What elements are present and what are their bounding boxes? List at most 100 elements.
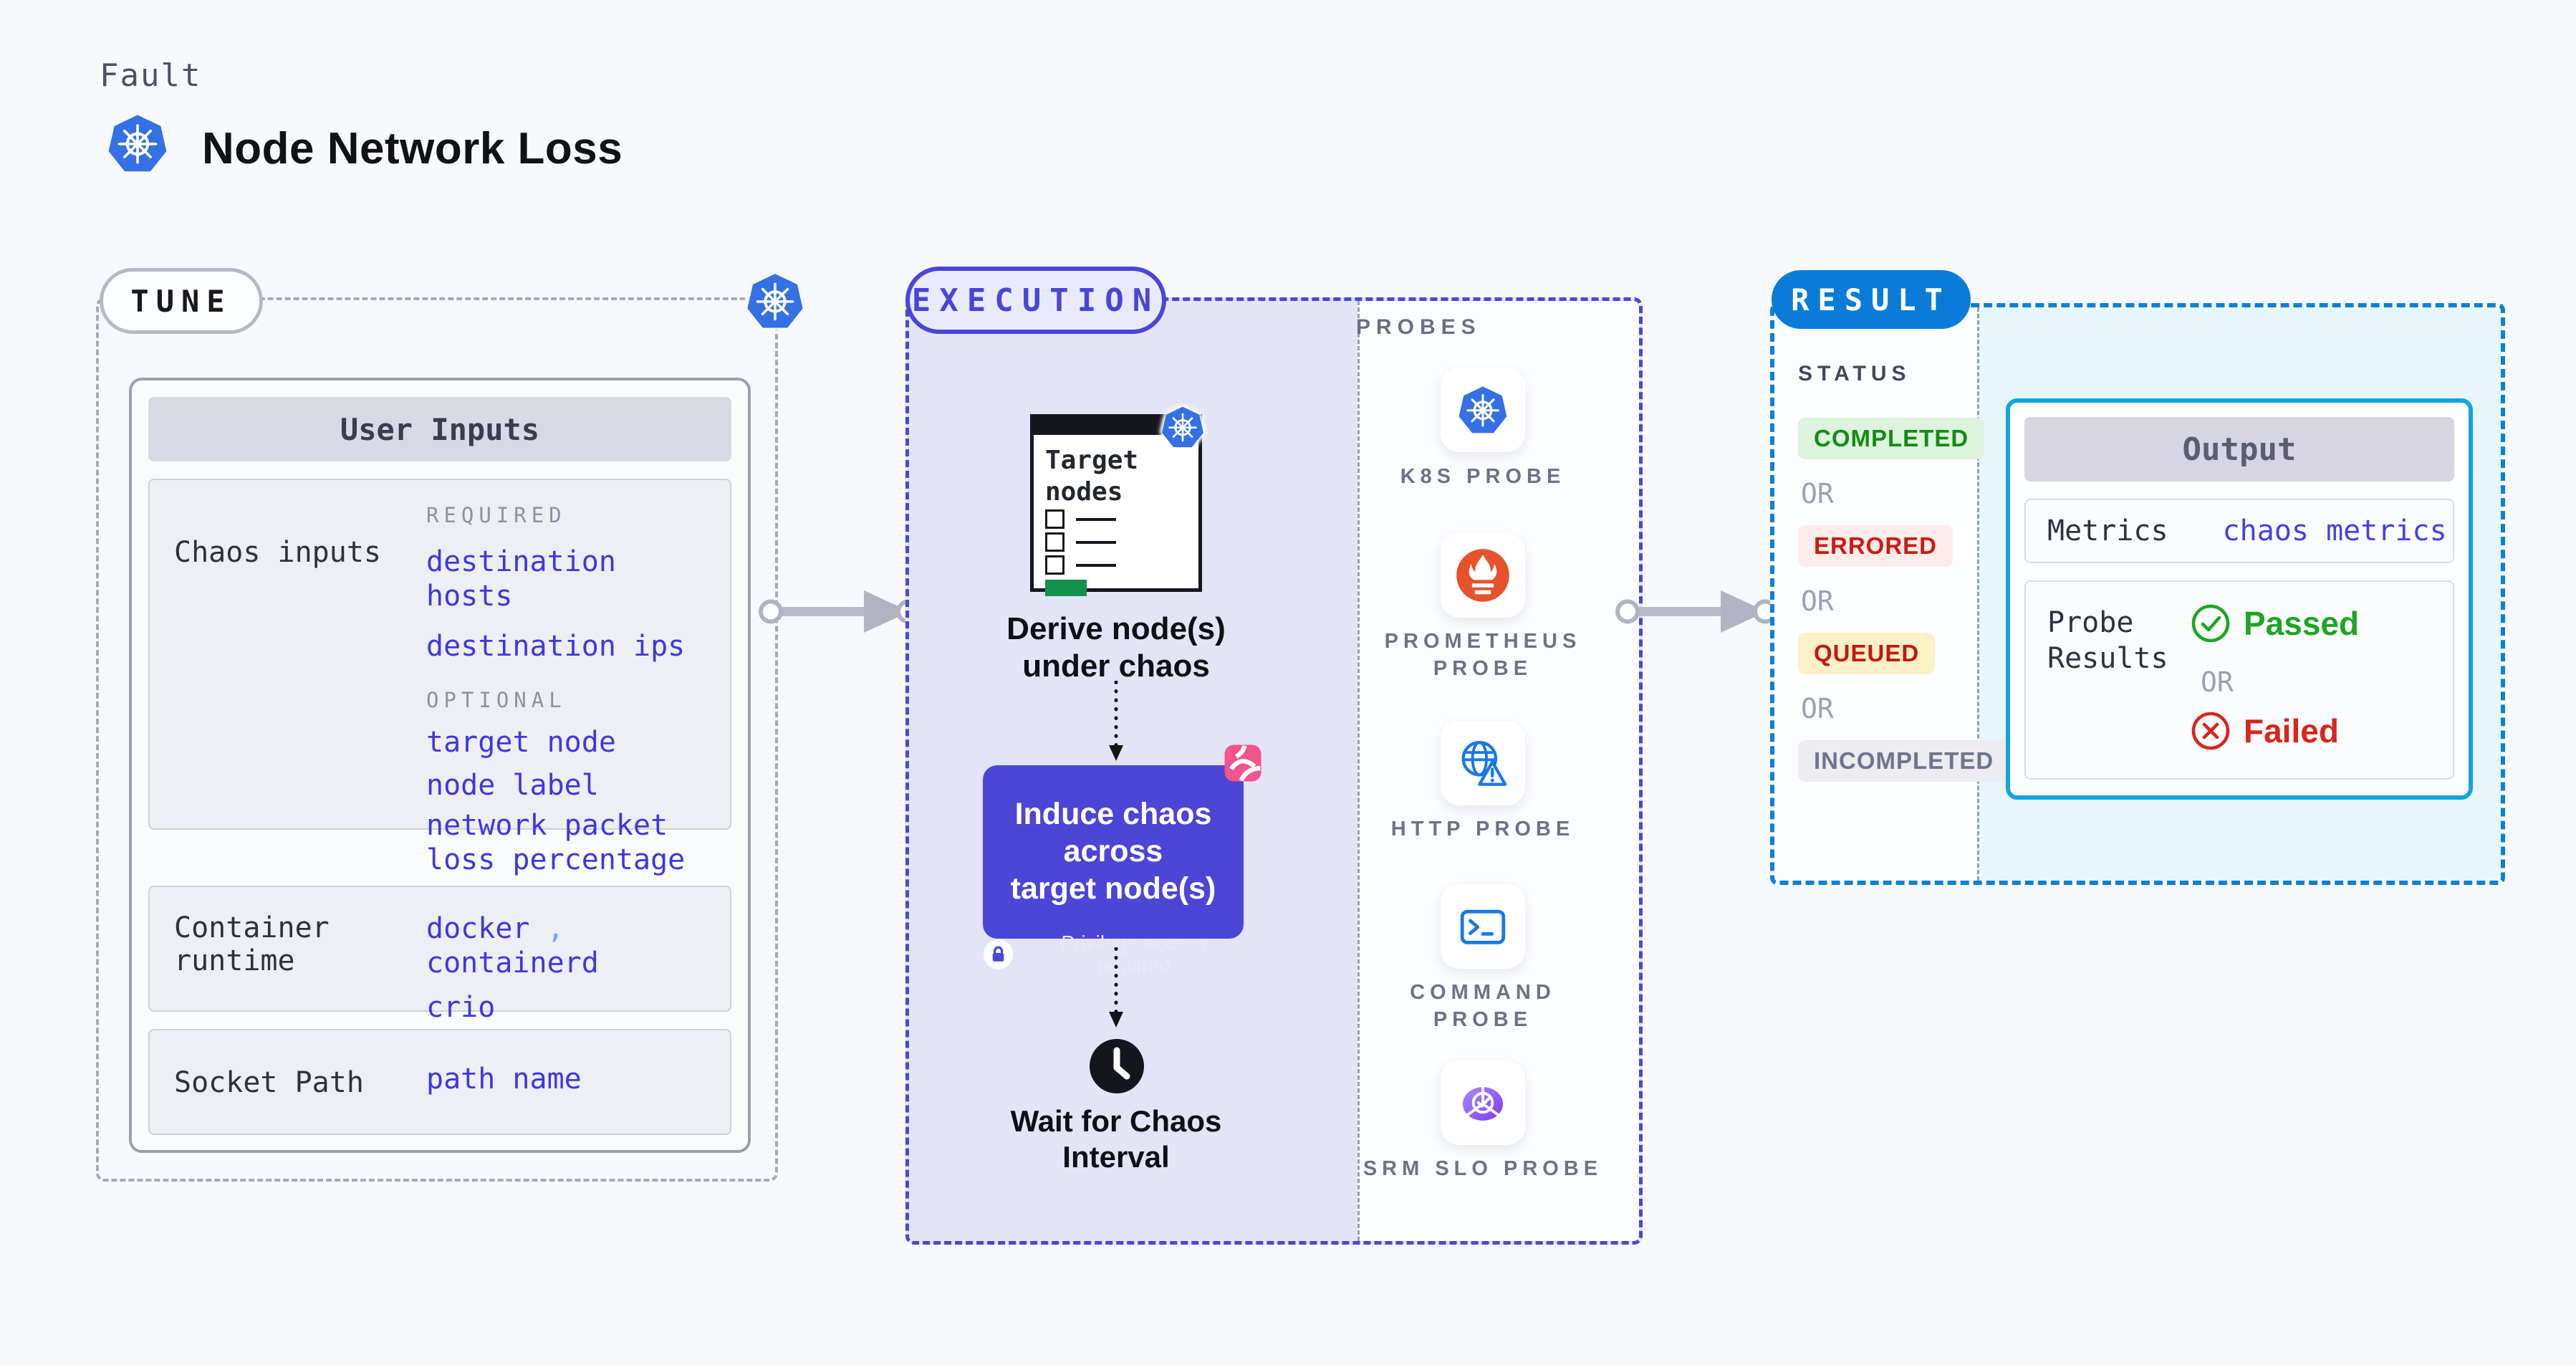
probe-label: PROMETHEUS PROBE xyxy=(1384,630,1582,680)
or-label: OR xyxy=(1801,693,1834,724)
chaos-inputs-row: Chaos inputs REQUIRED destination hosts … xyxy=(148,479,731,951)
optional-item: network packet loss percentage xyxy=(426,809,686,876)
fault-kicker: Fault xyxy=(100,57,202,94)
passed-result: Passed xyxy=(2191,603,2359,643)
runtime-crio: crio xyxy=(426,991,496,1024)
passed-label: Passed xyxy=(2244,605,2360,642)
line-glyph xyxy=(1076,517,1116,521)
tune-section xyxy=(96,297,778,1182)
runtime-containerd: containerd xyxy=(426,947,599,980)
derive-caption-line2: under chaos xyxy=(1022,648,1210,684)
probe-card-k8s xyxy=(1441,368,1525,452)
probe-card-srm-slo xyxy=(1441,1060,1525,1145)
required-heading: REQUIRED xyxy=(426,503,567,527)
probe-label: K8S PROBE xyxy=(1400,465,1566,488)
socket-path-row: Socket Path path name xyxy=(148,1029,731,1135)
probe-results-label: Probe Results xyxy=(2047,606,2168,675)
execution-to-result-arrow xyxy=(1613,588,1778,635)
execution-pill-label: EXECUTION xyxy=(911,282,1160,319)
metrics-row: Metrics chaos metrics xyxy=(2024,499,2454,563)
wait-caption-line1: Wait for Chaos xyxy=(1010,1104,1222,1138)
kubernetes-icon xyxy=(105,107,170,179)
derive-caption-line1: Derive node(s) xyxy=(1006,611,1226,646)
checkbox-icon xyxy=(1045,555,1064,575)
probe-card-http xyxy=(1441,721,1525,805)
user-inputs-title: User Inputs xyxy=(148,397,731,461)
failed-x-icon xyxy=(2191,712,2230,750)
induce-chaos-text: Induce chaos across target node(s) xyxy=(983,795,1244,907)
runtime-docker: docker xyxy=(426,912,530,945)
derive-caption: Derive node(s) under chaos xyxy=(973,610,1259,685)
node-checkbox-row xyxy=(1045,509,1116,529)
clock-icon xyxy=(1090,1039,1144,1093)
node-checkbox-row xyxy=(1045,555,1116,575)
probe-label: HTTP PROBE xyxy=(1390,818,1575,840)
result-pill: RESULT xyxy=(1772,270,1971,329)
output-card: Output Metrics chaos metrics Probe Resul… xyxy=(2006,398,2473,800)
probe-card-prometheus xyxy=(1441,533,1525,618)
failed-label: Failed xyxy=(2244,712,2339,749)
optional-heading: OPTIONAL xyxy=(426,688,567,712)
or-label: OR xyxy=(1801,585,1834,617)
execution-pill: EXECUTION xyxy=(905,267,1166,334)
status-column: STATUS COMPLETED OR ERRORED OR QUEUED OR… xyxy=(1798,362,2010,782)
chaos-inputs-label: Chaos inputs xyxy=(174,536,381,569)
output-title-text: Output xyxy=(2182,431,2297,468)
page-title: Node Network Loss xyxy=(202,124,623,173)
probes-heading: PROBES xyxy=(1356,315,1481,339)
runtime-comma: , xyxy=(547,912,564,945)
container-runtime-label-text: Container runtime xyxy=(174,911,330,977)
green-bar xyxy=(1045,580,1087,596)
container-runtime-row: Container runtime docker , containerd cr… xyxy=(148,886,731,1024)
induce-chaos-box: Induce chaos across target node(s) Privi… xyxy=(983,765,1244,977)
litmus-chaos-icon xyxy=(1224,744,1261,782)
status-badge-errored: ERRORED xyxy=(1798,525,1953,567)
tune-pill: TUNE xyxy=(100,268,263,334)
prometheus-icon xyxy=(1456,549,1509,602)
wait-caption: Wait for Chaos Interval xyxy=(987,1103,1245,1175)
required-item: destination hosts xyxy=(426,545,616,613)
checkbox-icon xyxy=(1045,532,1064,552)
probe-results-row: Probe Results Passed OR Failed xyxy=(2024,580,2454,780)
command-probe-icon xyxy=(1460,909,1506,944)
induce-line1: Induce chaos across xyxy=(1014,797,1212,868)
line-glyph xyxy=(1076,563,1116,567)
user-inputs-card: User Inputs Chaos inputs REQUIRED destin… xyxy=(129,378,751,1153)
or-label: OR xyxy=(2201,666,2234,698)
runtime-values-line1: docker , containerd xyxy=(426,911,716,980)
target-card-title: Target nodes xyxy=(1045,446,1139,507)
kubernetes-icon xyxy=(1456,380,1510,439)
or-label: OR xyxy=(1801,478,1834,509)
http-probe-icon xyxy=(1461,740,1507,786)
kubernetes-icon xyxy=(744,267,807,335)
srm-slo-icon xyxy=(1462,1087,1504,1121)
probe-label: SRM SLO PROBE xyxy=(1363,1157,1603,1180)
failed-result: Failed xyxy=(2191,711,2339,751)
container-runtime-label: Container runtime xyxy=(150,911,426,1010)
socket-path-label: Socket Path xyxy=(174,1066,364,1099)
status-badge-queued: QUEUED xyxy=(1798,633,1936,674)
derive-to-induce-arrow xyxy=(1107,681,1125,761)
checkbox-icon xyxy=(1045,509,1064,529)
probe-card-command xyxy=(1441,884,1525,969)
optional-item: target node xyxy=(426,726,616,759)
lock-icon xyxy=(983,939,1014,969)
privilege-note-text: Privilege access required xyxy=(1061,931,1206,977)
metrics-value: chaos metrics xyxy=(2222,514,2447,547)
socket-path-value: path name xyxy=(426,1063,582,1096)
status-badge-incompleted: INCOMPLETED xyxy=(1798,740,2010,782)
line-glyph xyxy=(1076,540,1116,544)
metrics-label: Metrics xyxy=(2047,514,2168,547)
optional-item: node label xyxy=(426,769,599,802)
induce-line2: target node(s) xyxy=(1010,871,1216,906)
status-badge-completed: COMPLETED xyxy=(1798,418,1985,459)
node-checkbox-row xyxy=(1045,532,1116,552)
probe-label: COMMAND PROBE xyxy=(1410,981,1556,1031)
user-inputs-title-text: User Inputs xyxy=(340,411,540,447)
kubernetes-icon xyxy=(1159,401,1206,453)
privilege-note: Privilege access required xyxy=(983,931,1244,977)
passed-check-icon xyxy=(2191,604,2230,643)
tune-pill-label: TUNE xyxy=(130,283,232,319)
result-pill-label: RESULT xyxy=(1791,282,1951,317)
tune-to-execution-arrow xyxy=(756,588,921,635)
